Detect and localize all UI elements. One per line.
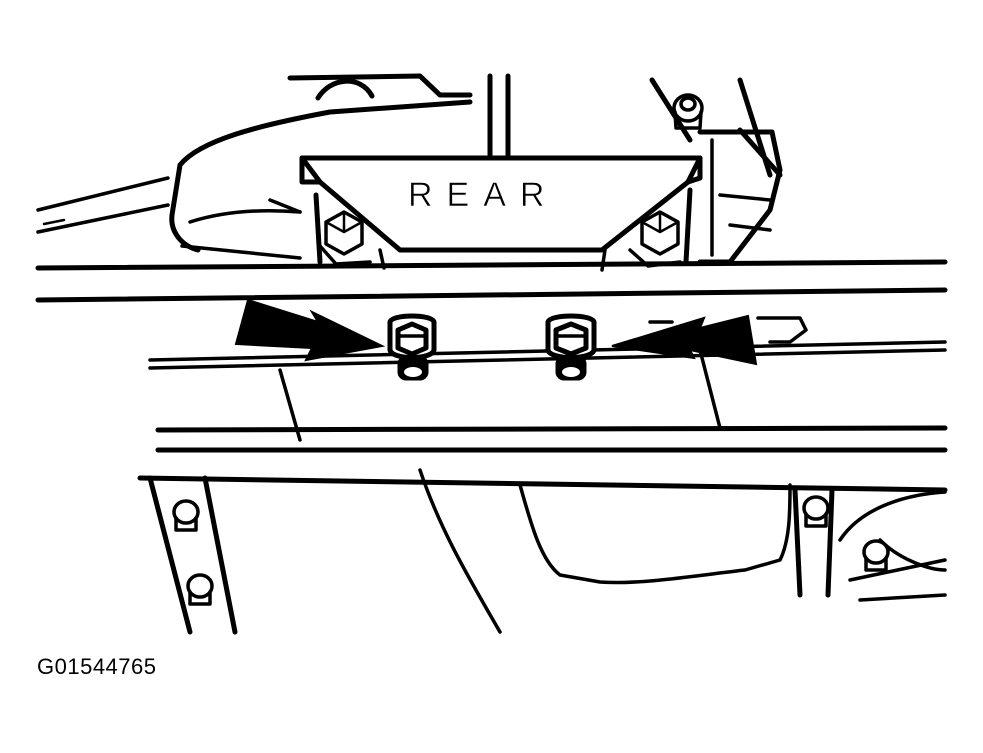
right-bracket [697, 129, 783, 265]
frame-bolt-far-right-icon [862, 539, 890, 572]
upper-right-bolt-icon [672, 93, 704, 130]
crossmember [35, 259, 948, 493]
plate-left-bolt-icon [318, 210, 372, 266]
frame-bolt-lower-left-icon [186, 573, 214, 606]
arrow-left-pointing-icon [611, 314, 758, 366]
crossmember-right-bolt-icon [545, 313, 597, 381]
lower-frame [147, 468, 947, 635]
frame-bolt-upper-left-icon [172, 499, 200, 532]
rear-label: REAR [408, 176, 558, 214]
arrow-right-pointing-icon [234, 298, 386, 362]
figure-code: G01544765 [37, 654, 157, 679]
upper-housing [36, 73, 783, 260]
mount-plate: REAR [299, 155, 703, 272]
crossmember-left-bolt-icon [387, 313, 437, 381]
plate-right-bolt-icon [628, 210, 682, 268]
frame-bolt-right-icon [802, 495, 830, 528]
